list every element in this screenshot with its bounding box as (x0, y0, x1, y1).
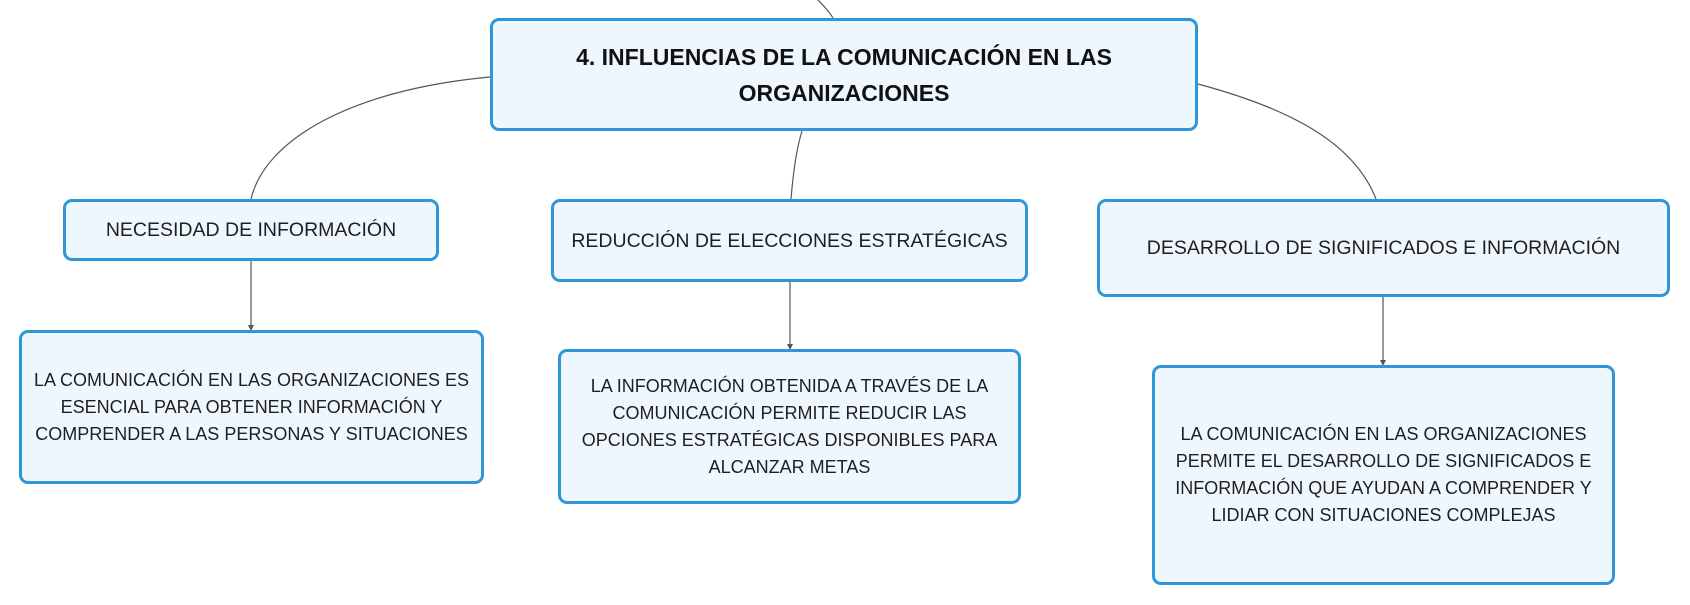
topic-label: REDUCCIÓN DE ELECCIONES ESTRATÉGICAS (571, 229, 1008, 252)
detail-text: LA COMUNICACIÓN EN LAS ORGANIZACIONES ES… (33, 369, 470, 444)
detail-text: LA INFORMACIÓN OBTENIDA A TRAVÉS DE LA C… (581, 375, 998, 477)
detail-node-reduccion-elecciones[interactable]: LA INFORMACIÓN OBTENIDA A TRAVÉS DE LA C… (558, 349, 1021, 504)
detail-text: LA COMUNICACIÓN EN LAS ORGANIZACIONES PE… (1175, 424, 1592, 525)
topic-label: NECESIDAD DE INFORMACIÓN (105, 219, 397, 241)
central-topic-node[interactable]: 4. INFLUENCIAS DE LA COMUNICACIÓN EN LAS… (490, 18, 1198, 131)
detail-node-necesidad-informacion[interactable]: LA COMUNICACIÓN EN LAS ORGANIZACIONES ES… (19, 330, 484, 484)
topic-label: DESARROLLO DE SIGNIFICADOS E INFORMACIÓN (1146, 237, 1621, 259)
detail-node-desarrollo-significados[interactable]: LA COMUNICACIÓN EN LAS ORGANIZACIONES PE… (1152, 365, 1615, 585)
topic-node-reduccion-elecciones[interactable]: REDUCCIÓN DE ELECCIONES ESTRATÉGICAS (551, 199, 1028, 282)
connector-parent-to-root (817, 0, 834, 19)
connector-root-to-topic-2 (790, 130, 803, 200)
topic-node-desarrollo-significados[interactable]: DESARROLLO DE SIGNIFICADOS E INFORMACIÓN (1097, 199, 1670, 297)
connector-root-to-topic-3 (1197, 83, 1377, 200)
topic-node-necesidad-informacion[interactable]: NECESIDAD DE INFORMACIÓN (63, 199, 439, 261)
connector-root-to-topic-1 (250, 76, 491, 200)
central-topic-label: 4. INFLUENCIAS DE LA COMUNICACIÓN EN LAS… (576, 43, 1112, 106)
